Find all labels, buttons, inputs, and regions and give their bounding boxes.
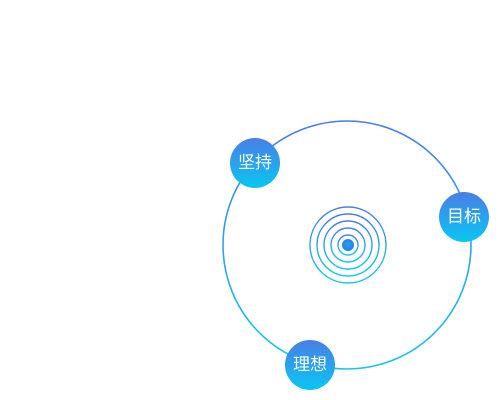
orbit-ring <box>222 120 472 370</box>
node-ideal: 理想 <box>285 340 335 390</box>
center-dot <box>342 239 354 251</box>
node-goal: 目标 <box>439 192 489 242</box>
node-label: 目标 <box>447 207 481 227</box>
concentric-target-icon <box>309 206 387 284</box>
node-badge <box>230 138 280 188</box>
node-badge <box>439 192 489 242</box>
node-persistence: 坚持 <box>230 138 280 188</box>
node-label: 理想 <box>293 355 327 375</box>
node-label: 坚持 <box>238 153 272 173</box>
node-badge <box>285 340 335 390</box>
